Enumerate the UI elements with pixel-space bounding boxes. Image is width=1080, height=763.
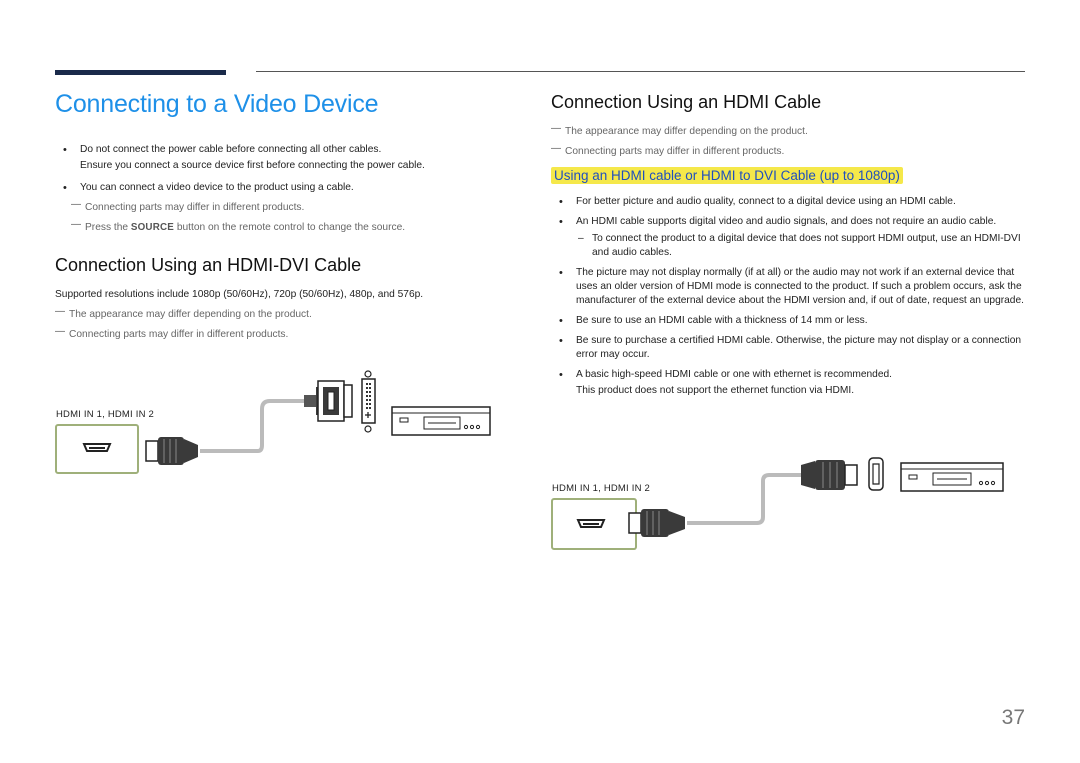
note-item: — The appearance may differ depending on…	[551, 123, 808, 137]
bullet-item: A basic high-speed HDMI cable or one wit…	[551, 368, 1026, 382]
video-player-icon	[391, 406, 491, 436]
hdmi-port-icon	[868, 457, 884, 491]
hdmi-plug-icon	[628, 509, 685, 537]
header-rule-thin	[256, 71, 1025, 72]
hdmi-diagram	[628, 457, 1004, 537]
source-keyword: SOURCE	[130, 222, 174, 233]
hdmi-cable	[687, 473, 801, 525]
dvi-port-icon	[361, 370, 376, 433]
hdmi-bullets: For better picture and audio quality, co…	[551, 195, 1026, 382]
bullet-item: Be sure to purchase a certified HDMI cab…	[551, 334, 1026, 362]
bullet-item: An HDMI cable supports digital video and…	[551, 215, 1026, 260]
header-rule-thick	[55, 70, 226, 75]
dash-note-icon: —	[71, 199, 81, 210]
video-player-icon	[900, 462, 1004, 492]
ethernet-note: This product does not support the ethern…	[576, 385, 855, 396]
right-column: Connection Using an HDMI Cable — The app…	[551, 92, 1026, 398]
page-number: 37	[1001, 706, 1025, 729]
dash-note-icon: —	[71, 219, 81, 230]
bullet-item: Do not connect the power cable before co…	[55, 143, 475, 173]
port-label-left: HDMI IN 1, HDMI IN 2	[56, 409, 154, 420]
dvi-plug-icon	[304, 380, 353, 422]
bullet-item: For better picture and audio quality, co…	[551, 195, 1026, 209]
hdmi-port-icon	[82, 443, 112, 452]
intro-bullets: Do not connect the power cable before co…	[55, 143, 475, 195]
sub-bullet: – To connect the product to a digital de…	[578, 233, 1021, 258]
bullet-item: You can connect a video device to the pr…	[55, 181, 475, 195]
dash-note-icon: —	[55, 306, 65, 317]
bullet-item: Be sure to use an HDMI cable with a thic…	[551, 314, 1026, 328]
intro-notes: — Connecting parts may differ in differe…	[55, 199, 475, 235]
hdmi-plug-icon	[145, 437, 198, 465]
hdmi-port-panel-right	[551, 498, 637, 550]
hdmi-dvi-diagram	[145, 370, 491, 465]
dash-note-icon: —	[551, 123, 561, 134]
note-item: — Press the SOURCE button on the remote …	[71, 219, 406, 233]
left-column: Do not connect the power cable before co…	[55, 143, 475, 348]
hdmi-section-title: Connection Using an HDMI Cable	[551, 92, 822, 112]
hdmi-plug-icon	[801, 460, 858, 490]
hdmi-port-panel-left	[55, 424, 139, 474]
dash-note-icon: —	[551, 143, 561, 154]
note-item: — Connecting parts may differ in differe…	[551, 143, 785, 157]
hdmi-dvi-notes: — The appearance may differ depending on…	[55, 306, 475, 342]
resolutions-text: Supported resolutions include 1080p (50/…	[55, 289, 424, 300]
dash-note-icon: —	[55, 326, 65, 337]
hdmi-dvi-cable	[200, 399, 308, 453]
hdmi-subheading: Using an HDMI cable or HDMI to DVI Cable…	[551, 167, 903, 184]
note-item: — Connecting parts may differ in differe…	[55, 326, 289, 340]
page-title: Connecting to a Video Device	[55, 90, 379, 118]
note-item: — The appearance may differ depending on…	[55, 306, 312, 320]
hdmi-notes: — The appearance may differ depending on…	[551, 123, 1026, 159]
hdmi-port-icon	[576, 519, 606, 528]
port-label-right: HDMI IN 1, HDMI IN 2	[552, 483, 650, 494]
hdmi-dvi-section-title: Connection Using an HDMI-DVI Cable	[55, 255, 362, 275]
bullet-item: The picture may not display normally (if…	[551, 266, 1026, 308]
note-item: — Connecting parts may differ in differe…	[71, 199, 305, 213]
